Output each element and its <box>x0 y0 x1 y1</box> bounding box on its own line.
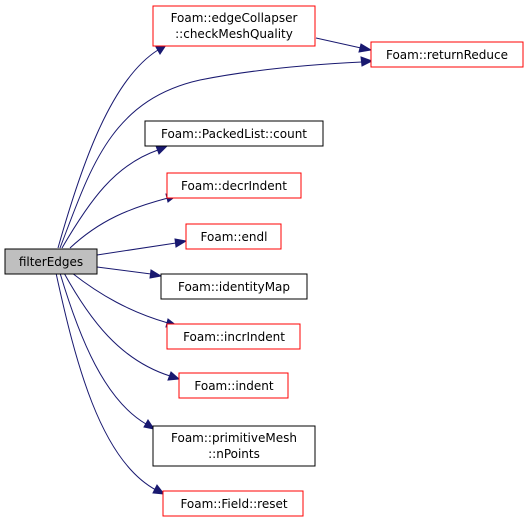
node-label: filterEdges <box>19 255 83 269</box>
edge-filteredges-indent <box>63 272 171 377</box>
node-endl[interactable]: Foam::endl <box>185 223 282 250</box>
edge-filteredges-checkmeshquality <box>57 49 159 249</box>
arrow-head <box>167 371 181 381</box>
node-check-mesh-quality[interactable]: Foam::edgeCollapser ::checkMeshQuality <box>152 5 316 47</box>
arrow-head <box>174 238 188 248</box>
edge-checkmeshquality-returnreduce <box>315 37 362 49</box>
arrow-head <box>360 56 374 67</box>
edge-filteredges-returnreduce <box>59 61 363 249</box>
arrow-head <box>358 43 373 53</box>
node-return-reduce[interactable]: Foam::returnReduce <box>370 41 524 68</box>
node-indent[interactable]: Foam::indent <box>178 372 289 399</box>
node-incr-indent[interactable]: Foam::incrIndent <box>166 323 301 350</box>
node-filter-edges[interactable]: filterEdges <box>4 248 98 275</box>
edge-filteredges-incrindent <box>71 272 169 324</box>
node-field-reset[interactable]: Foam::Field::reset <box>162 490 304 517</box>
arrow-head <box>143 419 156 430</box>
edge-filteredges-packedlistcount <box>61 149 159 249</box>
node-label: Foam::indent <box>194 379 273 393</box>
node-label: Foam::identityMap <box>178 280 290 294</box>
node-label: ::checkMeshQuality <box>175 27 293 41</box>
arrow-head <box>155 145 169 155</box>
node-label: Foam::decrIndent <box>181 179 287 193</box>
node-identity-map[interactable]: Foam::identityMap <box>160 273 308 300</box>
arrow-head <box>152 484 166 495</box>
node-primitive-mesh-npoints[interactable]: Foam::primitiveMesh ::nPoints <box>152 425 316 467</box>
node-packed-list-count[interactable]: Foam::PackedList::count <box>144 120 324 147</box>
edge-filteredges-decrindent <box>69 197 169 249</box>
node-label: Foam::primitiveMesh <box>171 431 297 445</box>
edge-filteredges-fieldreset <box>55 272 157 491</box>
node-label: Foam::edgeCollapser <box>171 11 298 25</box>
node-label: Foam::incrIndent <box>183 330 285 344</box>
arrow-head <box>149 269 163 279</box>
edge-filteredges-identitymap <box>96 266 152 275</box>
edge-filteredges-endl <box>96 242 177 256</box>
node-label: Foam::returnReduce <box>386 48 508 62</box>
node-label: ::nPoints <box>208 447 260 461</box>
node-label: Foam::endl <box>201 230 268 244</box>
edge-filteredges-nPoints <box>59 272 147 425</box>
node-decr-indent[interactable]: Foam::decrIndent <box>166 172 302 199</box>
node-label: Foam::PackedList::count <box>161 127 307 141</box>
node-label: Foam::Field::reset <box>180 497 287 511</box>
